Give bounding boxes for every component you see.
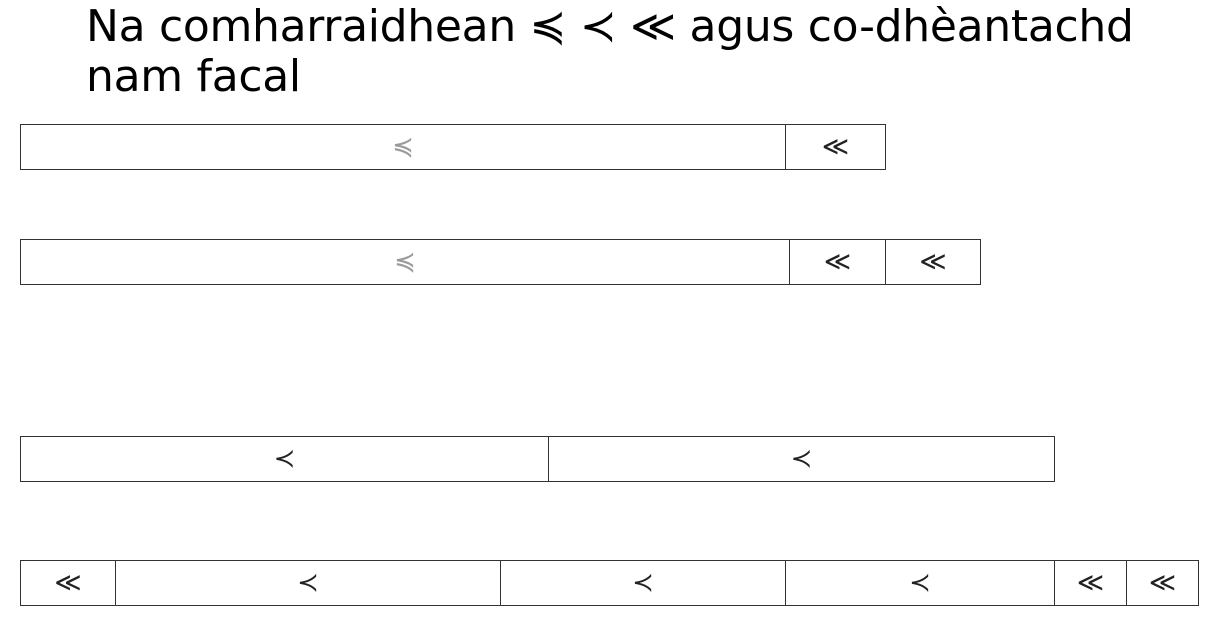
word-row-2: ≼ ≪ ≪ [20,239,981,285]
segment-cell: ≺ [548,436,1055,482]
word-row-1: ≼ ≪ [20,124,886,170]
segment-cell: ≪ [885,239,981,285]
diagram-title: Na comharraidhean ≼ ≺ ≪ agus co-dhèantac… [86,1,1134,102]
segment-cell: ≪ [785,124,886,170]
segment-cell: ≺ [785,560,1055,606]
word-row-3: ≺ ≺ [20,436,1055,482]
segment-cell: ≪ [789,239,886,285]
segment-cell: ≼ [20,124,786,170]
word-row-4: ≪ ≺ ≺ ≺ ≪ ≪ [20,560,1199,606]
segment-cell: ≺ [500,560,786,606]
segment-cell: ≼ [20,239,790,285]
segment-cell: ≺ [20,436,549,482]
segment-cell: ≪ [1054,560,1127,606]
segment-cell: ≺ [115,560,501,606]
segment-cell: ≪ [1126,560,1199,606]
segment-cell: ≪ [20,560,116,606]
